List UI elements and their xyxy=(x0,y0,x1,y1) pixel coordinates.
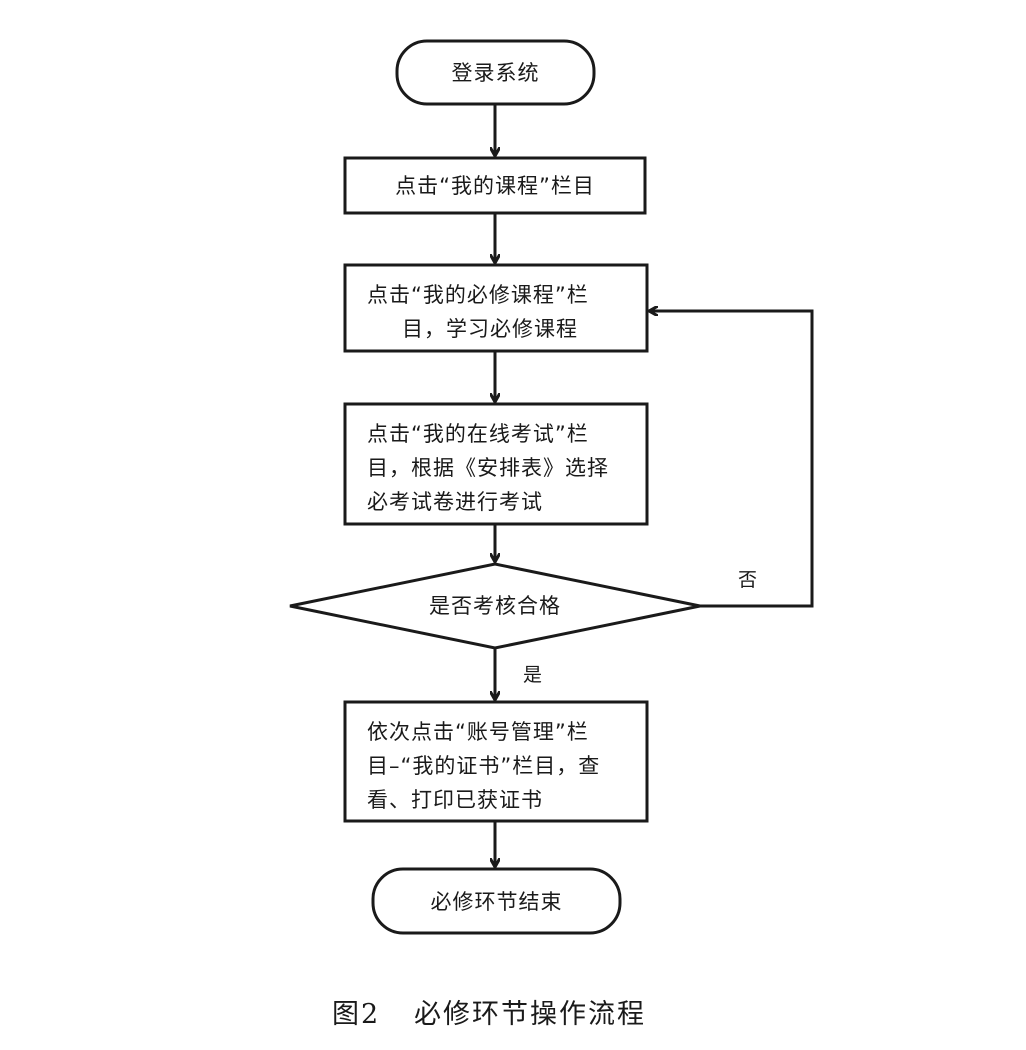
figure-number: 图2 xyxy=(332,999,380,1030)
start-node-label: 登录系统 xyxy=(452,61,540,85)
end-node: 必修环节结束 xyxy=(371,867,622,935)
step-my-courses: 点击“我的课程”栏目 xyxy=(343,156,647,215)
step-online-exam-line-1: 点击“我的在线考试”栏 xyxy=(367,422,589,446)
step-online-exam-line-3: 必考试卷进行考试 xyxy=(367,490,543,514)
figure-title: 必修环节操作流程 xyxy=(414,999,646,1030)
step-required-courses: 点击“我的必修课程”栏 目，学习必修课程 xyxy=(343,263,649,353)
decision-pass-check: 是否考核合格 xyxy=(289,562,701,650)
end-node-label: 必修环节结束 xyxy=(431,890,563,914)
edge-label-no: 否 xyxy=(738,569,757,591)
step-required-courses-line-2: 目，学习必修课程 xyxy=(402,317,578,341)
step-online-exam: 点击“我的在线考试”栏 目，根据《安排表》选择 必考试卷进行考试 xyxy=(343,402,649,526)
step-certificate: 依次点击“账号管理”栏 目–“我的证书”栏目，查 看、打印已获证书 xyxy=(343,700,649,823)
decision-pass-check-label: 是否考核合格 xyxy=(429,594,561,618)
figure-caption: 图2 必修环节操作流程 xyxy=(332,999,646,1030)
edge-label-yes: 是 xyxy=(523,664,542,686)
step-certificate-line-3: 看、打印已获证书 xyxy=(367,788,543,812)
step-online-exam-line-2: 目，根据《安排表》选择 xyxy=(367,456,609,480)
arrow-no-loop-back xyxy=(650,311,814,608)
step-required-courses-line-1: 点击“我的必修课程”栏 xyxy=(367,283,589,307)
start-node: 登录系统 xyxy=(395,39,596,106)
step-certificate-line-2: 目–“我的证书”栏目，查 xyxy=(367,754,600,778)
step-my-courses-label: 点击“我的课程”栏目 xyxy=(395,174,595,198)
step-certificate-line-1: 依次点击“账号管理”栏 xyxy=(367,720,589,744)
